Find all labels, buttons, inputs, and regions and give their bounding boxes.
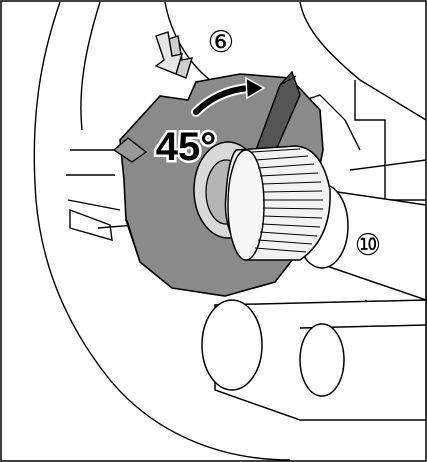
callout-part-6: ⑥: [208, 26, 235, 59]
lower-rod: [201, 299, 427, 421]
push-arrow-icon: [154, 31, 194, 79]
rotation-angle-label: 45°: [156, 125, 217, 169]
curved-arrow-icon: [191, 76, 266, 117]
callout-part-10: ⑩: [355, 229, 382, 262]
ribbed-knob: [224, 145, 331, 261]
